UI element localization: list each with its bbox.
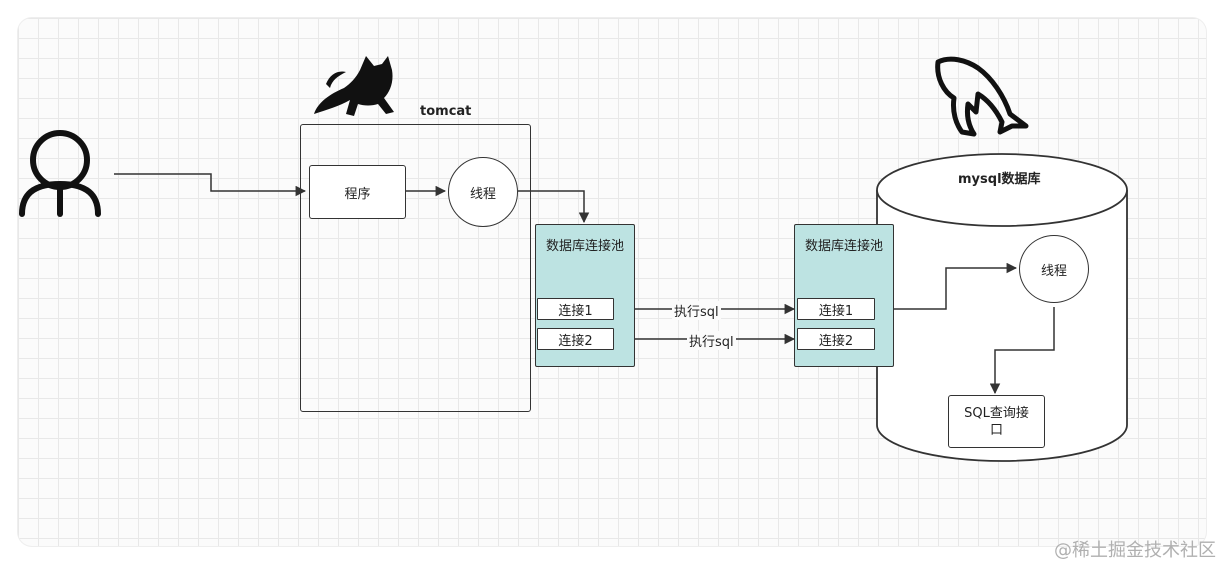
mysql-title: mysql数据库 <box>958 172 1041 187</box>
sql-query-interface-box: SQL查询接口 <box>948 395 1045 448</box>
user-icon <box>19 130 101 217</box>
tomcat-label: tomcat <box>420 104 472 119</box>
tomcat-container <box>300 124 531 412</box>
tomcat-cat-icon <box>314 56 394 116</box>
mysql-thread-circle: 线程 <box>1019 235 1089 303</box>
watermark: @稀土掘金技术社区 <box>1054 540 1216 561</box>
mysql-dolphin-icon <box>935 56 1029 137</box>
program-box: 程序 <box>309 165 406 219</box>
exec-sql-label-1: 执行sql <box>672 301 721 320</box>
app-connection-2: 连接2 <box>537 328 614 350</box>
app-connection-1: 连接1 <box>537 298 614 320</box>
app-pool-title: 数据库连接池 <box>545 239 624 254</box>
exec-sql-label-2: 执行sql <box>687 331 736 350</box>
db-connection-2: 连接2 <box>797 328 875 350</box>
db-connection-1: 连接1 <box>797 298 875 320</box>
db-pool-title: 数据库连接池 <box>804 239 883 254</box>
tomcat-thread-circle: 线程 <box>448 157 518 227</box>
